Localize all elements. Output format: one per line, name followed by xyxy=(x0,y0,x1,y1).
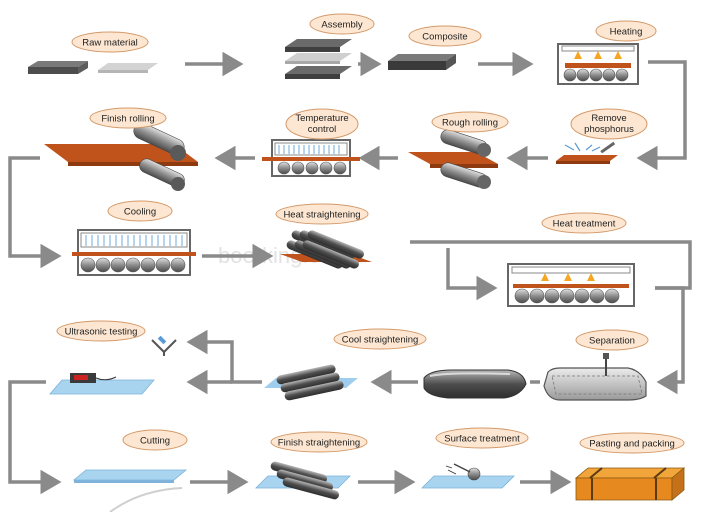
step-assembly: Assembly xyxy=(285,13,375,79)
step-cool-straightening: Cool straightening xyxy=(264,328,427,401)
raw-plate-dark xyxy=(28,61,88,67)
step-label: Finish straightening xyxy=(278,438,360,449)
step-heating: Heating xyxy=(557,20,657,85)
step-rough-rolling: Rough rolling xyxy=(408,111,509,189)
bubble-raw-material xyxy=(71,31,149,53)
step-cool-plate-shell xyxy=(423,369,527,399)
flow-arrows xyxy=(8,51,692,495)
step-finish-rolling: Finish rolling xyxy=(44,107,198,191)
step-label: Rough rolling xyxy=(442,118,498,129)
step-pasting-and-packing: Pasting and packing xyxy=(574,432,686,501)
bubble-pasting-and-packing xyxy=(579,432,685,454)
step-label: Cooling xyxy=(124,207,156,218)
bubble-assembly xyxy=(309,13,375,35)
step-label: Remove xyxy=(591,113,626,124)
step-label: Temperature xyxy=(295,113,348,124)
step-label: control xyxy=(308,124,337,135)
bubble-finish-rolling xyxy=(89,107,167,129)
arrow-ultrasonic-to-cutting xyxy=(8,380,62,495)
step-label: Heating xyxy=(610,27,643,38)
step-heat-straightening: Heat straightening xyxy=(275,203,372,269)
bubble-rough-rolling xyxy=(431,111,509,133)
step-label: Composite xyxy=(422,32,467,43)
arrow-into-heattreat xyxy=(446,248,498,301)
step-remove-phosphorus: Remove phosphorus xyxy=(556,108,648,164)
step-label: phosphorus xyxy=(584,124,634,135)
step-label: Separation xyxy=(589,336,635,347)
step-label: Finish rolling xyxy=(101,114,154,125)
bubble-ultrasonic-testing xyxy=(56,320,146,342)
bubble-temperature-control xyxy=(285,108,359,140)
step-label: Cool straightening xyxy=(342,335,419,346)
arrow-heattreat-to-separation xyxy=(655,286,685,395)
raw-plate-light xyxy=(98,63,158,70)
bubble-cutting xyxy=(122,429,188,451)
step-label: Heat straightening xyxy=(283,210,360,221)
step-label: Surface treatment xyxy=(444,434,520,445)
ultrasonic-probe-icon xyxy=(151,339,177,356)
step-label: Ultrasonic testing xyxy=(65,327,138,338)
step-surface-treatment: Surface treatment xyxy=(421,427,529,489)
step-composite: Composite xyxy=(388,25,482,70)
bubble-separation xyxy=(575,329,649,351)
arrow-cool-to-ultrasonic xyxy=(186,329,262,384)
step-label: Assembly xyxy=(321,20,362,31)
arrow-finish-to-cooling xyxy=(8,156,62,269)
bubble-surface-treatment xyxy=(435,427,529,449)
step-ultrasonic-testing: Ultrasonic testing xyxy=(49,320,177,395)
bubble-heat-treatment xyxy=(541,212,627,234)
step-separation: Separation xyxy=(543,329,649,401)
step-label: Cutting xyxy=(140,436,170,447)
bubble-heating xyxy=(595,20,657,42)
bubble-remove-phosphorus xyxy=(570,108,648,140)
step-cutting: Cutting xyxy=(72,429,188,512)
step-raw-material: Raw material xyxy=(28,31,158,74)
arrow-heating-to-phosphorus xyxy=(636,60,687,171)
step-finish-straightening: Finish straightening xyxy=(255,431,368,500)
step-label: Raw material xyxy=(82,38,137,49)
step-label: Pasting and packing xyxy=(589,439,675,450)
bubble-finish-straightening xyxy=(270,431,368,453)
step-cooling: Cooling xyxy=(72,200,196,276)
bubble-composite xyxy=(408,25,482,47)
bubble-cool-straightening xyxy=(333,328,427,350)
bubble-cooling xyxy=(107,200,173,222)
step-heat-treatment: Heat treatment xyxy=(507,212,635,307)
step-label: Heat treatment xyxy=(553,219,616,230)
bubble-heat-straightening xyxy=(275,203,369,225)
step-temperature-control: Temperature control xyxy=(262,108,360,177)
